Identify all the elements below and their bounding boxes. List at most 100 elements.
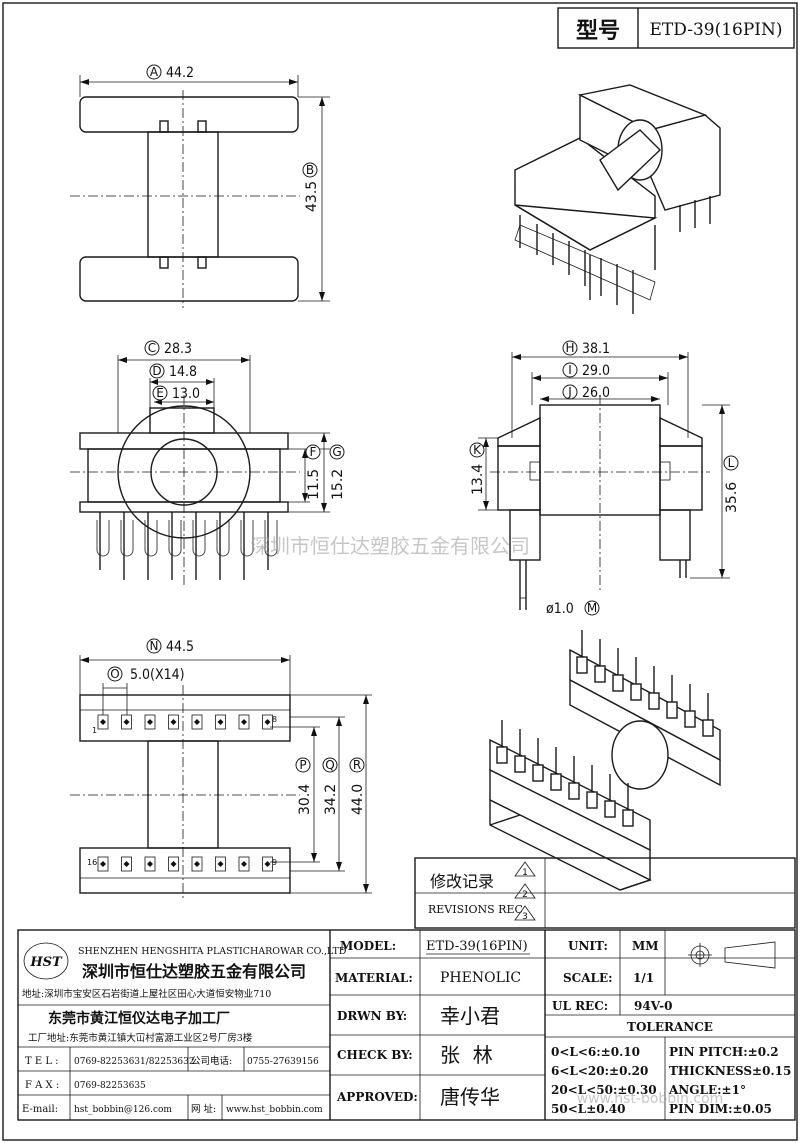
dim-I-letter: I xyxy=(568,363,572,377)
front-view xyxy=(70,355,330,585)
revision-marks: 1 2 3 xyxy=(514,861,536,922)
bottom-view-pin-bottom-marker-7 xyxy=(241,861,247,867)
dim-B-letter: B xyxy=(306,163,314,177)
dim-H-letter: H xyxy=(565,341,574,355)
dim-G-letter: G xyxy=(332,445,341,459)
tolerance-angle: ANGLE:±1° xyxy=(668,1083,746,1097)
company-phone-label: 公司电话: xyxy=(191,1055,232,1067)
company-name-en: SHENZHEN HENGSHITA PLASTICHAROWAR CO.,LT… xyxy=(78,946,347,957)
model-field-label: MODEL: xyxy=(340,939,396,953)
iso-front-pin-post-7 xyxy=(604,800,616,818)
bottom-view-pin-top-marker-2 xyxy=(123,719,130,725)
projection-symbol-icon xyxy=(688,941,776,969)
iso-front-pin-post-2 xyxy=(514,755,526,773)
iso-back-pin-post-5 xyxy=(648,692,660,710)
dim-E: E 13.0 xyxy=(152,385,200,402)
website-label: 网 址: xyxy=(191,1103,216,1115)
dim-J: J 26.0 xyxy=(562,384,610,401)
tel-value: 0769-82253631/82253632 xyxy=(74,1057,195,1067)
dim-G-value: 15.2 xyxy=(330,469,346,500)
dim-F-value: 11.5 xyxy=(306,469,322,500)
dim-I-value: 29.0 xyxy=(582,363,610,379)
dim-O-letter: O xyxy=(110,667,119,681)
dim-F: F 11.5 xyxy=(305,444,322,500)
dim-D-value: 14.8 xyxy=(169,364,197,380)
company-name-cn: 深圳市恒仕达塑胶五金有限公司 xyxy=(82,962,306,981)
bottom-view-pin-top-marker-7 xyxy=(241,719,247,725)
dim-K-value: 13.4 xyxy=(470,464,486,495)
iso-back-pin-post-2 xyxy=(594,665,606,683)
bottom-view-pin-bottom-marker-8 xyxy=(264,861,271,867)
iso-front-pin-post-6 xyxy=(586,791,598,809)
company-logo-text: HST xyxy=(29,955,63,970)
company-phone-value: 0755-27639156 xyxy=(247,1057,319,1067)
dim-J-letter: J xyxy=(567,385,572,399)
dim-G: G 15.2 xyxy=(329,444,346,500)
isometric-view-upper xyxy=(514,84,721,314)
tolerance-thickness: THICKNESS±0.15 xyxy=(669,1064,791,1078)
email-value: hst_bobbin@126.com xyxy=(74,1105,172,1115)
bottom-view-pin-bottom-7 xyxy=(238,856,250,872)
approved-by-value: 唐传华 xyxy=(440,1085,500,1109)
dim-N-letter: N xyxy=(150,639,159,653)
iso-front-pin-post-1 xyxy=(496,746,508,764)
tolerance-line-1: 0<L<6:±0.10 xyxy=(551,1045,640,1059)
dim-R-value: 44.0 xyxy=(350,784,366,815)
company-address: 地址:深圳市宝安区石岩街道上屋社区田心大道恒安物业710 xyxy=(22,988,271,1000)
dim-L-value: 35.6 xyxy=(724,482,740,513)
bottom-view-pin-top-3 xyxy=(144,714,156,730)
dim-M: ø1.0 M xyxy=(546,600,600,617)
bottom-view-pin-top-marker-1 xyxy=(100,719,106,725)
revision-mark-3: 3 xyxy=(522,912,528,922)
unit-value: MM xyxy=(632,939,659,953)
model-header-value: ETD-39(16PIN) xyxy=(650,20,783,40)
bottom-view-pin-top-marker-5 xyxy=(194,719,200,725)
bottom-view-pin-top-8 xyxy=(262,714,273,730)
hst-logo-icon xyxy=(23,942,69,980)
tolerance-pin-dim: PIN DIM:±0.05 xyxy=(669,1102,772,1116)
tolerance-title: TOLERANCE xyxy=(627,1020,713,1034)
material-field-value: PHENOLIC xyxy=(440,970,521,986)
dim-C: C 28.3 xyxy=(144,340,192,357)
email-label: E-mail: xyxy=(22,1104,58,1115)
bottom-view-pin-bottom-3 xyxy=(144,856,156,872)
revision-mark-1: 1 xyxy=(522,868,528,878)
dim-H-value: 38.1 xyxy=(582,341,610,357)
iso-back-pin-post-7 xyxy=(684,710,696,728)
top-view xyxy=(70,75,330,308)
approved-by-label: APPROVED: xyxy=(336,1090,418,1104)
bottom-view-pin-top-marker-4 xyxy=(170,719,177,725)
bottom-view-pin-bottom-6 xyxy=(215,856,226,872)
tolerance-line-2: 6<L<20:±0.20 xyxy=(551,1064,648,1078)
revision-mark-2: 2 xyxy=(522,890,528,900)
dim-P: P 30.4 xyxy=(295,757,313,815)
dim-A-value: 44.2 xyxy=(166,65,194,81)
dim-P-letter: P xyxy=(299,758,306,772)
dim-R: R 44.0 xyxy=(349,757,366,815)
model-field-value: ETD-39(16PIN) xyxy=(426,939,528,954)
dim-Q-value: 34.2 xyxy=(323,784,339,815)
iso-back-pin-post-3 xyxy=(612,674,624,692)
dim-A-letter: A xyxy=(150,65,159,79)
drawn-by-value: 幸小君 xyxy=(440,1004,500,1028)
dim-D: D 14.8 xyxy=(149,363,197,380)
bottom-view-pin-top-2 xyxy=(121,714,132,730)
dim-D-letter: D xyxy=(152,364,161,378)
dim-E-letter: E xyxy=(156,386,164,400)
bottom-view-pin-bottom-marker-2 xyxy=(123,861,130,867)
dim-K-letter: K xyxy=(473,443,482,457)
iso-front-pin-post-8 xyxy=(622,809,634,827)
bottom-view-pin-top-7 xyxy=(238,714,250,730)
iso-back-pin-post-1 xyxy=(576,656,588,674)
dim-E-value: 13.0 xyxy=(172,386,200,402)
dim-B-value: 43.5 xyxy=(304,181,320,212)
iso-back-pin-post-8 xyxy=(702,719,714,737)
pin-label-16: 16 xyxy=(87,858,97,867)
dim-B: B 43.5 xyxy=(302,162,320,212)
bottom-view-pin-top-5 xyxy=(191,714,203,730)
iso-back-pin-post-4 xyxy=(630,683,642,701)
bottom-view-pin-top-marker-3 xyxy=(147,719,153,725)
bottom-view-pin-bottom-marker-6 xyxy=(217,861,224,867)
pin-label-1: 1 xyxy=(92,726,97,735)
